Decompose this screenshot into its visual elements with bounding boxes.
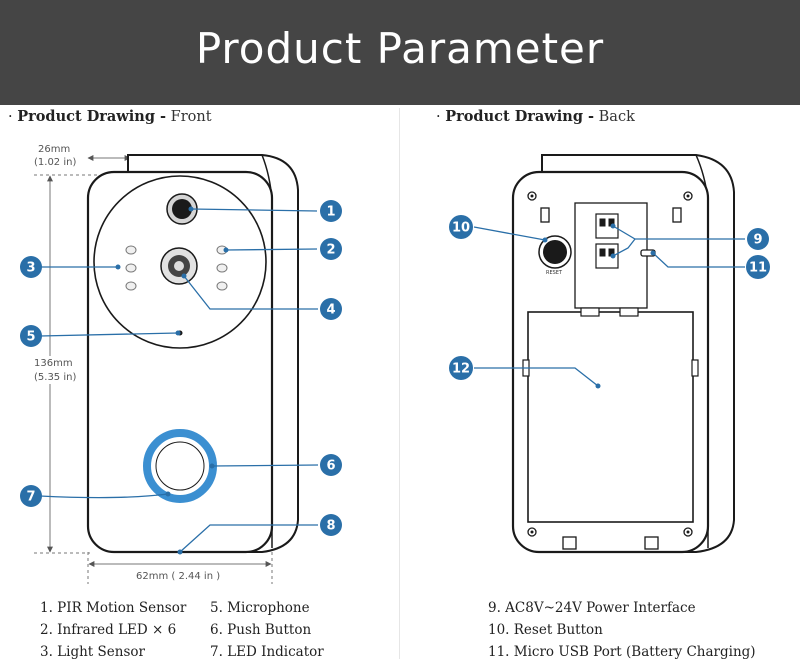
camera-center [174, 261, 184, 271]
svg-text:9: 9 [753, 233, 762, 248]
callout-1: 1 [320, 200, 342, 222]
legend-item-6: 6. Push Button [210, 622, 312, 638]
height-in-label: (5.35 in) [34, 372, 76, 383]
front-bullet: · [8, 109, 13, 125]
svg-text:8: 8 [326, 519, 335, 534]
callout-11: 11 [746, 255, 770, 279]
callout-8: 8 [320, 514, 342, 536]
svg-text:2: 2 [326, 243, 335, 258]
callout-4: 4 [320, 298, 342, 320]
callout-9: 9 [747, 228, 769, 250]
svg-text:6: 6 [326, 459, 335, 474]
pir-lens [172, 199, 192, 219]
svg-text:5: 5 [26, 330, 35, 345]
callout-2: 2 [320, 238, 342, 260]
svg-text:7: 7 [26, 490, 35, 505]
legend-item-3: 3. Light Sensor [40, 644, 145, 660]
front-callout-dots [115, 206, 229, 555]
back-heading-label: Product Drawing - [445, 108, 595, 125]
front-view-label: Front [170, 109, 212, 125]
depth-in-label: (1.02 in) [34, 157, 76, 168]
callout-10: 10 [449, 215, 473, 239]
reset-button [543, 240, 567, 264]
height-mm-label: 136mm [34, 358, 73, 369]
back-view-label: Back [598, 109, 635, 125]
back-callout-lines [473, 225, 745, 387]
svg-text:3: 3 [26, 261, 35, 276]
height-label-bg [30, 356, 76, 384]
callout-7: 7 [20, 485, 42, 507]
svg-text:1: 1 [326, 205, 335, 220]
back-callout-dots [542, 223, 656, 389]
callout-6: 6 [320, 454, 342, 476]
svg-text:11: 11 [749, 261, 767, 276]
title-banner: Product Parameter [0, 0, 800, 105]
callout-12: 12 [449, 356, 473, 380]
width-label-bg [126, 568, 234, 582]
back-bullet: · [436, 109, 441, 125]
callout-3: 3 [20, 256, 42, 278]
front-callout-lines [39, 208, 319, 553]
battery-cover [527, 311, 694, 523]
width-label: 62mm ( 2.44 in ) [136, 571, 220, 582]
legend-item-10: 10. Reset Button [488, 622, 603, 638]
infrared-leds [125, 245, 228, 291]
banner-title: Product Parameter [195, 24, 605, 73]
legend-item-9: 9. AC8V~24V Power Interface [488, 600, 696, 616]
depth-mm-label: 26mm [38, 144, 70, 155]
legend-item-7: 7. LED Indicator [210, 644, 324, 660]
svg-text:12: 12 [452, 362, 470, 377]
callout-5: 5 [20, 325, 42, 347]
legend-item-5: 5. Microphone [210, 600, 310, 616]
front-section-heading: · Product Drawing - Front [8, 108, 212, 125]
svg-text:4: 4 [326, 303, 335, 318]
svg-text:10: 10 [452, 221, 470, 236]
push-button [155, 441, 205, 491]
front-device [86, 154, 299, 554]
legend-item-1: 1. PIR Motion Sensor [40, 600, 187, 616]
column-divider [399, 108, 400, 659]
back-device: RESET [511, 154, 735, 554]
legend-item-2: 2. Infrared LED × 6 [40, 622, 177, 638]
legend-item-11: 11. Micro USB Port (Battery Charging) [488, 644, 756, 660]
back-section-heading: · Product Drawing - Back [436, 108, 635, 125]
reset-label: RESET [546, 270, 563, 276]
front-heading-label: Product Drawing - [17, 108, 167, 125]
